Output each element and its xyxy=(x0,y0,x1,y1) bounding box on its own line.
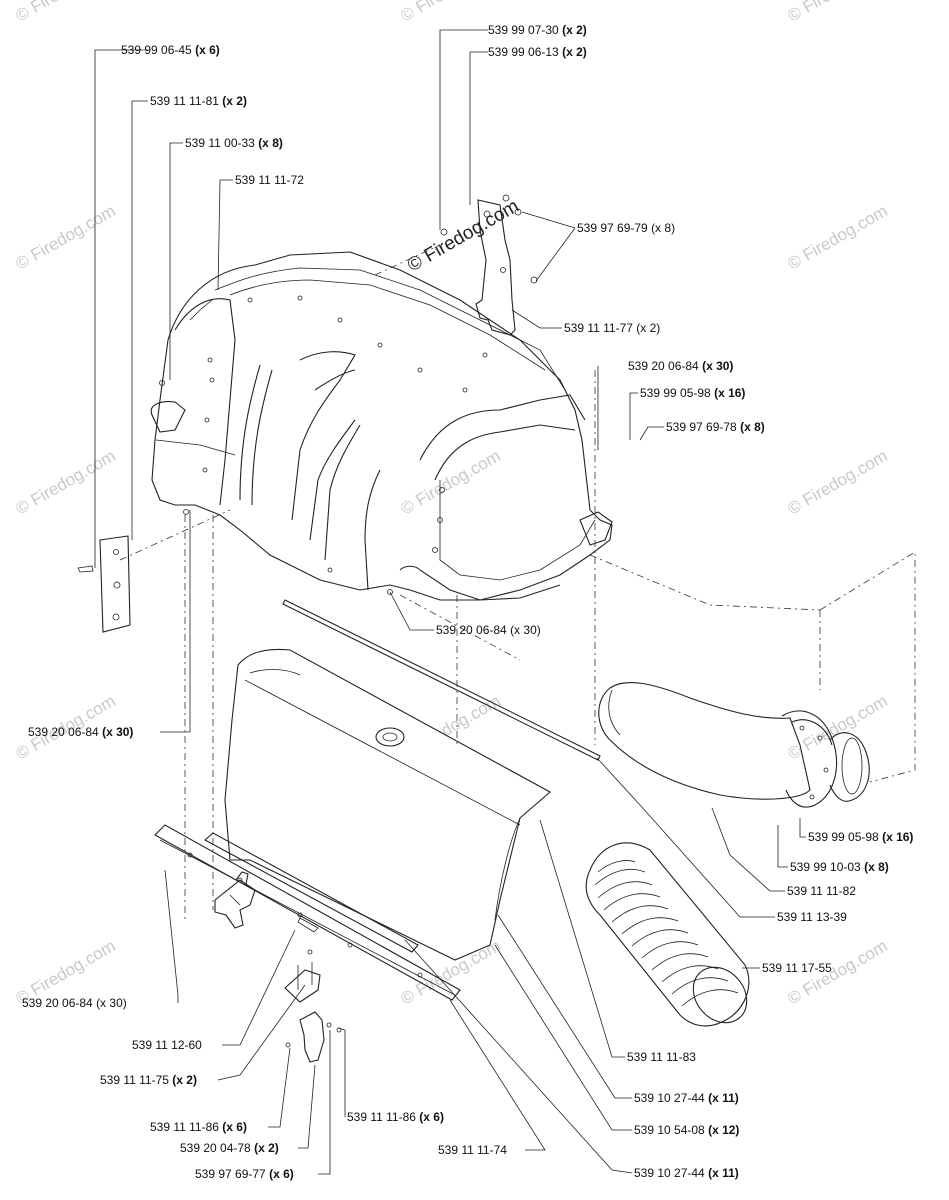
callout-label: 539 99 10-03 (x 8) xyxy=(790,860,889,874)
callout-label: 539 20 06-84 (x 30) xyxy=(28,725,133,739)
callout-label: 539 97 69-78 (x 8) xyxy=(666,420,765,434)
callout-label: 539 20 06-84 (x 30) xyxy=(628,359,733,373)
callout-label: 539 99 05-98 (x 16) xyxy=(640,386,745,400)
leader-lines xyxy=(94,29,806,1175)
flex-hose-part xyxy=(585,842,750,1027)
callout-label: 539 97 69-79 (x 8) xyxy=(577,221,675,235)
callout-label: 539 20 06-84 (x 30) xyxy=(436,623,541,637)
watermark-text: © Firedog.com xyxy=(398,446,504,518)
callout-label: 539 11 11-75 (x 2) xyxy=(100,1073,197,1087)
elbow-duct-part xyxy=(598,551,916,808)
callout-label: 539 11 11-86 (x 6) xyxy=(150,1120,247,1134)
seal-strip-part xyxy=(282,599,601,761)
callout-labels: 539 99 06-45 (x 6) 539 11 11-81 (x 2) 53… xyxy=(22,23,913,1181)
callout-label: 539 11 11-74 xyxy=(438,1143,507,1157)
callout-label: 539 99 05-98 (x 16) xyxy=(808,830,913,844)
callout-label: 539 99 06-45 (x 6) xyxy=(121,43,220,57)
watermark-text: © Firedog.com xyxy=(785,0,891,25)
callout-label: 539 20 06-84 (x 30) xyxy=(22,996,127,1010)
callout-label: 539 11 11-81 (x 2) xyxy=(150,94,247,108)
assembly-lines xyxy=(119,244,821,920)
watermark-text: © Firedog.com xyxy=(13,0,119,25)
watermark-text: © Firedog.com xyxy=(398,0,504,25)
watermark-text: © Firedog.com xyxy=(785,446,891,518)
callout-label: 539 11 17-55 xyxy=(762,961,832,975)
frame-rail-part xyxy=(154,824,461,1063)
bracket-part xyxy=(440,194,538,336)
callout-label: 539 11 11-72 xyxy=(235,173,304,187)
callout-label: 539 99 06-13 (x 2) xyxy=(488,45,587,59)
callout-label: 539 11 13-39 xyxy=(777,910,847,924)
callout-label: 539 99 07-30 (x 2) xyxy=(488,23,587,37)
callout-label: 539 11 11-77 (x 2) xyxy=(564,321,660,335)
callout-label: 539 11 11-86 (x 6) xyxy=(347,1110,444,1124)
mount-plate-part xyxy=(77,535,131,633)
callout-label: 539 97 69-77 (x 6) xyxy=(195,1167,294,1181)
watermark-text: © Firedog.com xyxy=(13,446,119,518)
callout-label: 539 11 11-82 xyxy=(787,884,856,898)
watermark-text: © Firedog.com xyxy=(13,201,119,273)
upper-housing-part xyxy=(150,251,613,601)
callout-label: 539 10 27-44 (x 11) xyxy=(634,1091,739,1105)
callout-label: 539 11 12-60 xyxy=(132,1038,202,1052)
watermark-text: © Firedog.com xyxy=(785,201,891,273)
callout-label: 539 11 00-33 (x 8) xyxy=(185,136,283,150)
callout-label: 539 11 11-83 xyxy=(627,1050,696,1064)
callout-label: 539 10 54-08 (x 12) xyxy=(634,1123,739,1137)
callout-label: 539 10 27-44 (x 11) xyxy=(634,1166,739,1180)
callout-label: 539 20 04-78 (x 2) xyxy=(180,1141,279,1155)
lower-panel-part xyxy=(224,648,551,961)
